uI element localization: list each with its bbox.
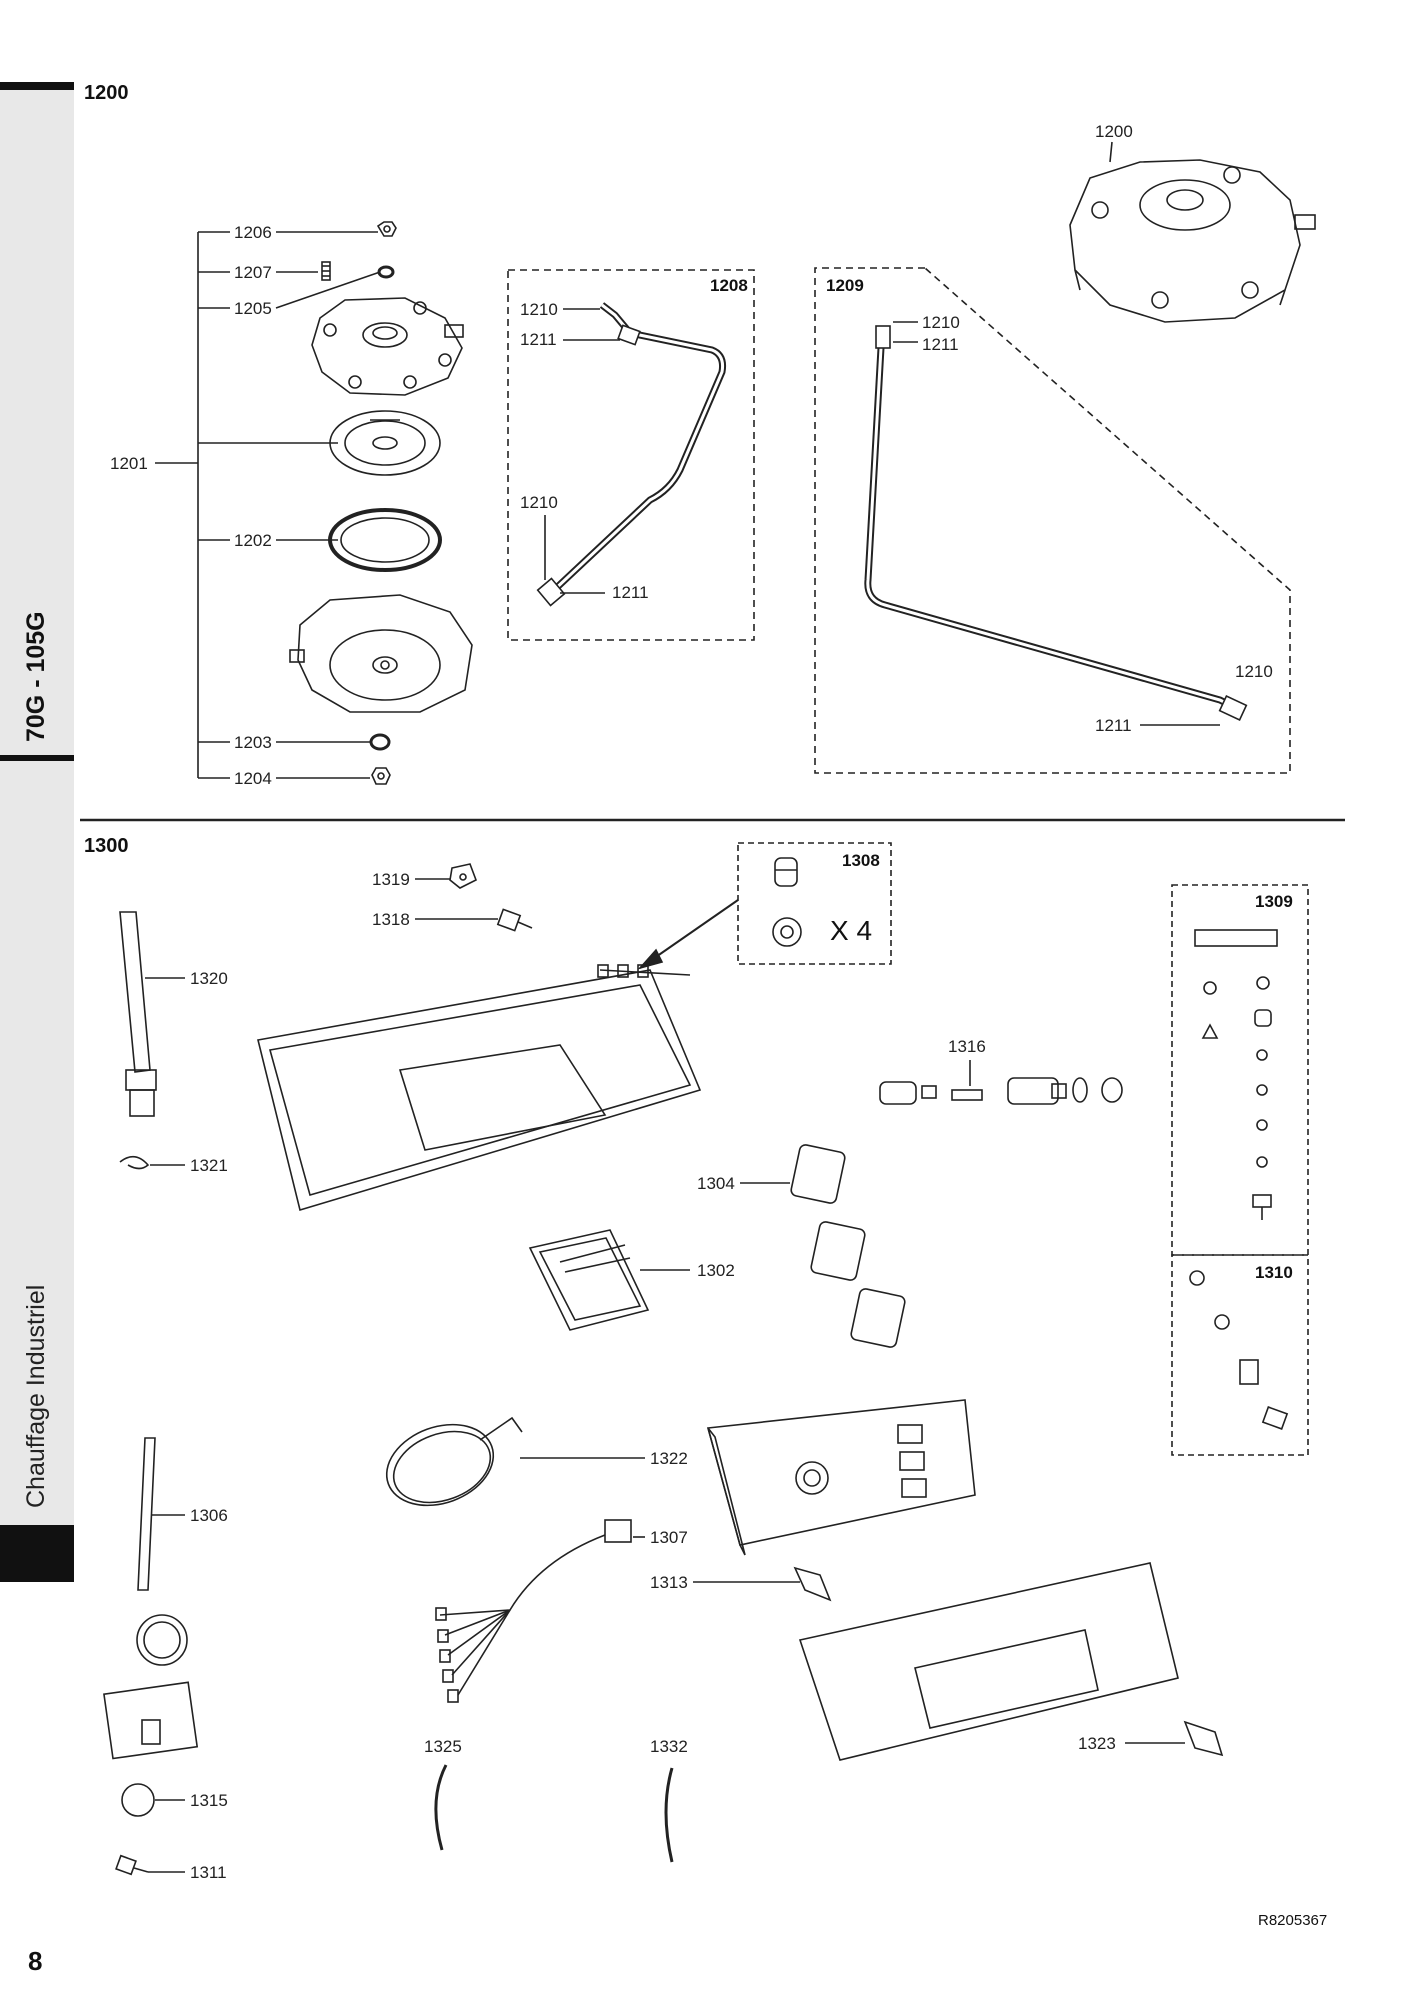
part-1308-grommet xyxy=(774,857,798,887)
label-1320: 1320 xyxy=(190,969,228,988)
label-1211-d: 1211 xyxy=(1095,716,1132,735)
label-1205: 1205 xyxy=(234,299,272,318)
part-1325-wire xyxy=(434,1764,448,1851)
part-1321-clip xyxy=(119,1155,150,1170)
part-1207-spring xyxy=(321,261,331,281)
label-1318: 1318 xyxy=(372,910,410,929)
label-1211-c: 1211 xyxy=(922,335,959,354)
part-control-bracket xyxy=(706,1399,976,1556)
part-1320-probe xyxy=(119,911,157,1117)
part-1202-diaphragm xyxy=(328,508,442,572)
page-number: 8 xyxy=(28,1946,43,1976)
part-1302-gauge xyxy=(528,1229,650,1331)
label-1206: 1206 xyxy=(234,223,272,242)
part-1204-nut xyxy=(371,767,391,785)
part-front-plate xyxy=(798,1562,1179,1761)
part-1205-ring xyxy=(377,265,395,279)
label-1304: 1304 xyxy=(697,1174,735,1193)
part-1209-pipe xyxy=(864,325,1248,721)
part-1319-clip xyxy=(449,863,478,889)
part-1313-screw xyxy=(793,1566,832,1602)
document-reference: R8205367 xyxy=(1258,1912,1328,1929)
part-control-panel-frame xyxy=(257,964,702,1212)
box-1209 xyxy=(814,267,1291,774)
label-1200: 1200 xyxy=(1095,122,1133,141)
box-1308 xyxy=(737,842,892,965)
label-1210-b: 1210 xyxy=(520,493,558,512)
label-1211-b: 1211 xyxy=(612,583,649,602)
sidebar-black-block xyxy=(0,1525,74,1582)
part-1200-regulator-assembly xyxy=(1069,159,1316,323)
label-1203: 1203 xyxy=(234,733,272,752)
section-title-1300: 1300 xyxy=(84,835,129,857)
label-1204: 1204 xyxy=(234,769,272,788)
box-label-1308: 1308 xyxy=(842,851,880,870)
box-label-1208: 1208 xyxy=(710,276,748,295)
label-1210-c: 1210 xyxy=(922,313,960,332)
part-1203-ring xyxy=(369,733,391,751)
label-1325: 1325 xyxy=(424,1737,462,1756)
label-1210-a: 1210 xyxy=(520,300,558,319)
parts-1310-kit xyxy=(1189,1270,1289,1430)
section-title-1200: 1200 xyxy=(84,82,129,104)
box-label-1209: 1209 xyxy=(826,276,864,295)
label-1321: 1321 xyxy=(190,1156,228,1175)
label-1207: 1207 xyxy=(234,263,272,282)
label-1306: 1306 xyxy=(190,1506,228,1525)
part-1206-nut xyxy=(376,221,397,237)
part-1318-screw xyxy=(496,908,533,932)
quantity-x4: X 4 xyxy=(830,915,872,946)
part-1308-washer xyxy=(772,917,802,947)
label-1323: 1323 xyxy=(1078,1734,1116,1753)
box-1310 xyxy=(1171,1254,1309,1456)
label-1311: 1311 xyxy=(190,1863,227,1882)
part-1307-harness xyxy=(435,1519,632,1703)
part-1315-knob xyxy=(121,1783,155,1817)
label-1313: 1313 xyxy=(650,1573,688,1592)
label-1302: 1302 xyxy=(697,1261,735,1280)
label-1316: 1316 xyxy=(948,1037,986,1056)
part-1208-pipe xyxy=(536,302,726,607)
label-1315: 1315 xyxy=(190,1791,228,1810)
sidebar-divider xyxy=(0,755,74,761)
part-1306-thermostat xyxy=(103,1437,199,1760)
sidebar-band xyxy=(0,82,74,1582)
label-1307: 1307 xyxy=(650,1528,688,1547)
part-1316-thermostat-knob xyxy=(879,1077,1123,1105)
part-1201-diaphragm-plate xyxy=(329,410,441,476)
part-1323-screw xyxy=(1183,1720,1224,1757)
sidebar-top-bar xyxy=(0,82,74,90)
part-1311-screw xyxy=(115,1854,149,1876)
part-1332-wire xyxy=(664,1767,674,1863)
part-regulator-lower-body xyxy=(289,594,473,713)
label-1319: 1319 xyxy=(372,870,410,889)
parts-1309-kit xyxy=(1194,929,1278,1220)
part-regulator-cover xyxy=(311,297,464,396)
box-1208 xyxy=(507,269,755,641)
part-1304-switches xyxy=(790,1144,906,1348)
label-1201: 1201 xyxy=(110,454,148,473)
label-1202: 1202 xyxy=(234,531,272,550)
box-1309 xyxy=(1171,884,1309,1256)
box-label-1309: 1309 xyxy=(1255,892,1293,911)
label-1211-a: 1211 xyxy=(520,330,557,349)
label-1332: 1332 xyxy=(650,1737,688,1756)
box-label-1310: 1310 xyxy=(1255,1263,1293,1282)
label-1210-d: 1210 xyxy=(1235,662,1273,681)
part-1322-cable xyxy=(385,1416,523,1507)
label-1322: 1322 xyxy=(650,1449,688,1468)
